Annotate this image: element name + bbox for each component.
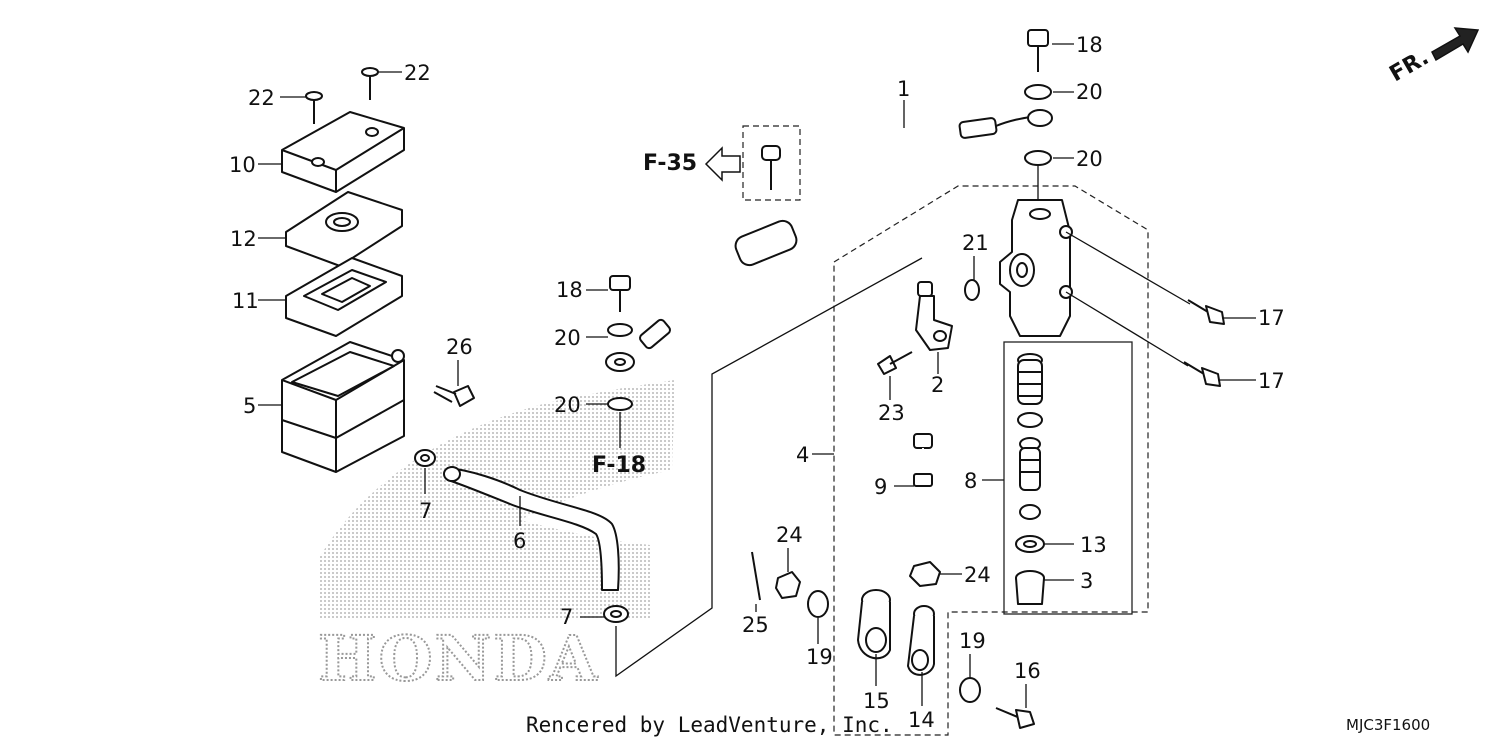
banjo-fitting-left	[605, 352, 635, 372]
callout-6: 6	[513, 529, 526, 553]
banjo-bolt-18-right	[1027, 29, 1049, 72]
callout-24-right: 24	[964, 563, 991, 587]
brake-hose-1	[626, 109, 1053, 362]
washer-19-bottom	[959, 677, 981, 703]
diagram-code: MJC3F1600	[1346, 716, 1430, 734]
f35-dashed-box	[742, 125, 801, 201]
callout-20-right-top: 20	[1076, 80, 1103, 104]
reservoir-cap-10	[281, 111, 405, 193]
bolt-23	[877, 351, 913, 375]
f35-label: F-35	[643, 151, 697, 176]
banjo-bolt-18-left	[609, 275, 631, 312]
clip-7-upper	[414, 449, 436, 467]
callout-25: 25	[742, 613, 769, 637]
callout-5: 5	[243, 394, 256, 418]
diaphragm-plate-12	[285, 191, 403, 267]
callout-18-right: 18	[1076, 33, 1103, 57]
master-cylinder-body	[999, 199, 1073, 337]
kit-8-parts	[1017, 353, 1043, 520]
callout-1: 1	[897, 77, 910, 101]
callout-15: 15	[863, 689, 890, 713]
callout-8: 8	[964, 469, 977, 493]
callout-20-left-bottom: 20	[554, 393, 581, 417]
cotter-pin-25	[751, 551, 761, 601]
callout-9: 9	[874, 475, 887, 499]
callout-10: 10	[229, 153, 256, 177]
bolt-26	[433, 385, 475, 407]
callout-17-lower: 17	[1258, 369, 1285, 393]
washer-20-left-top	[607, 323, 633, 337]
screw-22-left	[305, 91, 323, 124]
callout-7-upper: 7	[419, 499, 432, 523]
washer-20-right-top	[1024, 84, 1052, 100]
callout-14: 14	[908, 708, 935, 732]
front-direction-indicator: FR.	[1386, 27, 1480, 87]
push-rod-9	[913, 433, 933, 540]
washer-20-left-bottom	[607, 397, 633, 411]
credit-text: Rencered by LeadVenture, Inc.	[526, 713, 893, 737]
o-ring-21	[964, 279, 980, 301]
callouts: 1 2 3 4 5 6 7 7 8 9 10 11 12 13 14 15 16…	[229, 33, 1285, 732]
washer-19-center	[807, 590, 829, 618]
callout-4: 4	[796, 443, 809, 467]
callout-21: 21	[962, 231, 989, 255]
callout-20-right-bottom: 20	[1076, 147, 1103, 171]
callout-22-right: 22	[404, 61, 431, 85]
callout-2: 2	[931, 373, 944, 397]
callout-23: 23	[878, 401, 905, 425]
hose-6	[443, 466, 620, 591]
leader-lines	[258, 43, 1256, 708]
callout-22-left: 22	[248, 86, 275, 110]
hollow-arrow-left-icon	[704, 146, 741, 182]
callout-19-center: 19	[806, 645, 833, 669]
callout-3: 3	[1080, 569, 1093, 593]
kit-8-box	[1003, 341, 1133, 615]
reservoir-5	[281, 341, 405, 473]
assembly-4-dashed-outline	[833, 185, 1149, 736]
bolt-16	[995, 707, 1035, 729]
fitting-2	[915, 281, 953, 351]
callout-12: 12	[230, 227, 257, 251]
clevis-15	[857, 589, 891, 660]
bolt-17-lower	[1183, 361, 1221, 387]
callout-26: 26	[446, 335, 473, 359]
callout-24-left: 24	[776, 523, 803, 547]
nut-24-right	[909, 561, 941, 587]
seal-13	[1015, 535, 1045, 553]
boot-3	[1015, 570, 1045, 605]
callout-13: 13	[1080, 533, 1107, 557]
front-direction-label: FR.	[1386, 45, 1434, 87]
wing-logo-watermark	[318, 380, 675, 620]
callout-19-bottom: 19	[959, 629, 986, 653]
f35-reference: F-35	[643, 145, 781, 190]
screw-22-right	[361, 67, 379, 100]
callout-18-left: 18	[556, 278, 583, 302]
honda-watermark: HONDA	[317, 380, 675, 696]
callout-16: 16	[1014, 659, 1041, 683]
front-arrow-icon	[1431, 27, 1480, 62]
clip-7-lower	[603, 605, 629, 623]
bolt-17-upper	[1187, 299, 1225, 325]
nut-24-left	[775, 571, 801, 599]
f35-bolt	[761, 145, 781, 190]
watermark-brand-text: HONDA	[318, 622, 599, 695]
callout-20-left-top: 20	[554, 326, 581, 350]
f18-label: F-18	[592, 453, 646, 478]
washer-20-right-bottom	[1024, 150, 1052, 166]
callout-11: 11	[232, 289, 259, 313]
callout-17-upper: 17	[1258, 306, 1285, 330]
callout-7-lower: 7	[560, 605, 573, 629]
clevis-14	[907, 605, 935, 676]
diaphragm-11	[285, 257, 403, 337]
